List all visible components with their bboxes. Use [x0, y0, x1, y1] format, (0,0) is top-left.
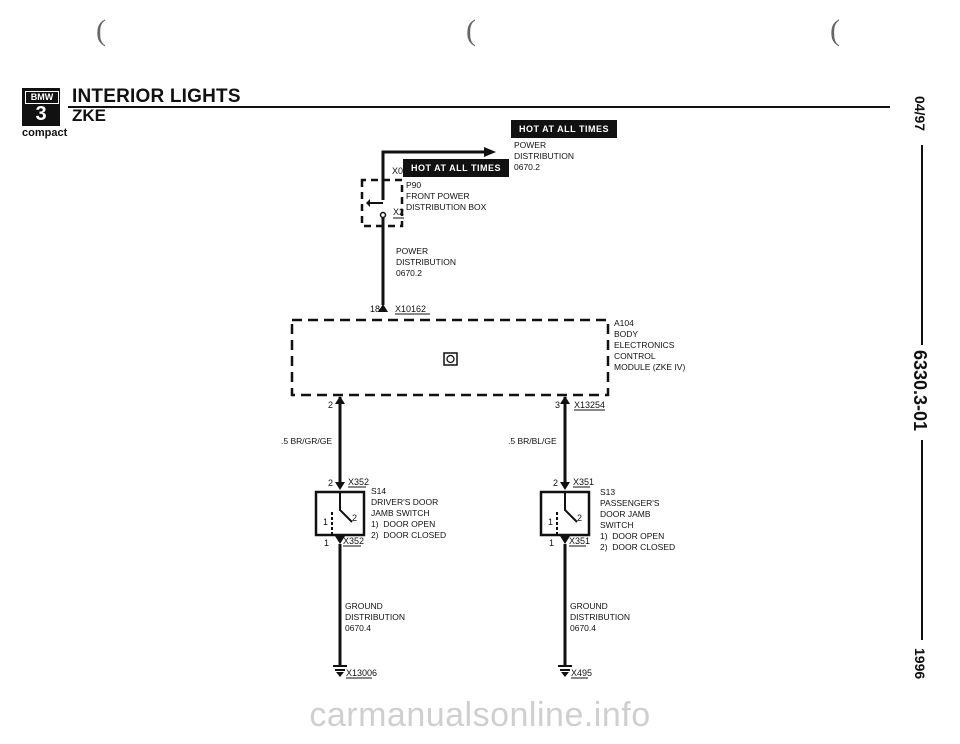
logo-number: 3 — [35, 103, 47, 125]
wire-color-label: .5 BR/GR/GE — [281, 436, 333, 446]
connector-x352-label: X352 — [343, 536, 365, 546]
connector-arrow-icon — [560, 482, 570, 490]
switch-position: 1 — [323, 517, 329, 527]
ground-icon — [561, 672, 569, 677]
paren-mark: ( — [466, 14, 476, 47]
pin-number: 18 — [370, 304, 381, 314]
switch-position: 1 — [548, 517, 554, 527]
s14-switch-box — [314, 490, 366, 537]
connector-arrow-icon — [335, 396, 345, 404]
logo-subtitle: compact — [22, 127, 68, 139]
page-title: INTERIOR LIGHTS — [72, 86, 241, 107]
ground-icon — [558, 665, 572, 671]
side-rule — [921, 145, 923, 345]
ground-distribution-label: GROUND DISTRIBUTION 0670.4 — [570, 601, 630, 633]
bmw-3-logo: BMW 3 — [22, 88, 60, 126]
hot-at-all-times-badge: HOT AT ALL TIMES — [511, 120, 617, 138]
switch-position: 2 — [352, 513, 358, 523]
header-rule — [68, 106, 890, 108]
connector-x0-label: X0 — [392, 166, 404, 176]
side-doc-number: 6330.3-01 — [910, 350, 930, 432]
paren-mark: ( — [830, 14, 840, 47]
ground-icon — [333, 665, 347, 671]
s14-switch-blade — [339, 492, 353, 523]
pin-number: 2 — [553, 478, 559, 488]
connector-arrow-icon — [378, 304, 388, 312]
a104-dashed-box — [290, 318, 610, 397]
side-rule — [921, 440, 923, 640]
connector-x10162-label: X10162 — [395, 304, 427, 314]
fuse-arrow-icon — [366, 199, 370, 207]
connector-icon — [379, 211, 387, 219]
a104-label: A104 BODY ELECTRONICS CONTROL MODULE (ZK… — [614, 318, 686, 372]
switch-position: 2 — [577, 513, 583, 523]
pin-number: 2 — [328, 400, 334, 410]
side-date: 04/97 — [912, 96, 928, 132]
ground-icon — [336, 672, 344, 677]
module-symbol-icon — [446, 354, 455, 364]
module-symbol-icon — [443, 352, 458, 366]
arrow-icon — [484, 147, 496, 157]
hot-at-all-times-badge: HOT AT ALL TIMES — [403, 159, 509, 177]
p90-dashed-box — [360, 178, 404, 228]
side-year: 1996 — [912, 648, 928, 680]
pin-number: 1 — [324, 538, 330, 548]
pin-number: 2 — [328, 478, 334, 488]
connector-x352-label: X352 — [348, 477, 370, 487]
power-distribution-label: POWER DISTRIBUTION 0670.2 — [396, 246, 456, 278]
s14-label: S14 DRIVER'S DOOR JAMB SWITCH 1) DOOR OP… — [371, 486, 447, 540]
feed-wire — [381, 150, 488, 170]
ground-distribution-label: GROUND DISTRIBUTION 0670.4 — [345, 601, 405, 633]
pin-number: 3 — [555, 400, 561, 410]
paren-mark: ( — [96, 14, 106, 47]
p90-label: P90 FRONT POWER DISTRIBUTION BOX — [406, 180, 487, 212]
power-distribution-label: POWER DISTRIBUTION 0670.2 — [514, 140, 574, 172]
connector-arrow-icon — [335, 536, 345, 544]
s13-label: S13 PASSENGER'S DOOR JAMB SWITCH 1) DOOR… — [600, 487, 676, 552]
page-subtitle: ZKE — [72, 106, 106, 125]
connector-x13254-label: X13254 — [574, 400, 606, 410]
connector-x351-label: X351 — [569, 536, 591, 546]
watermark: carmanualsonline.info — [309, 696, 651, 734]
connector-arrow-icon — [560, 396, 570, 404]
s13-switch-box — [539, 490, 591, 537]
connector-x2-label: X2 — [393, 207, 405, 217]
connector-arrow-icon — [335, 482, 345, 490]
logo-bmw-text: BMW — [25, 91, 59, 104]
wire-color-label: .5 BR/BL/GE — [508, 436, 557, 446]
connector-x351-label: X351 — [573, 477, 595, 487]
pin-number: 1 — [549, 538, 555, 548]
ground-x495-label: X495 — [571, 668, 593, 678]
s13-switch-blade — [564, 492, 578, 523]
connector-arrow-icon — [560, 536, 570, 544]
ground-x13006-label: X13006 — [346, 668, 378, 678]
